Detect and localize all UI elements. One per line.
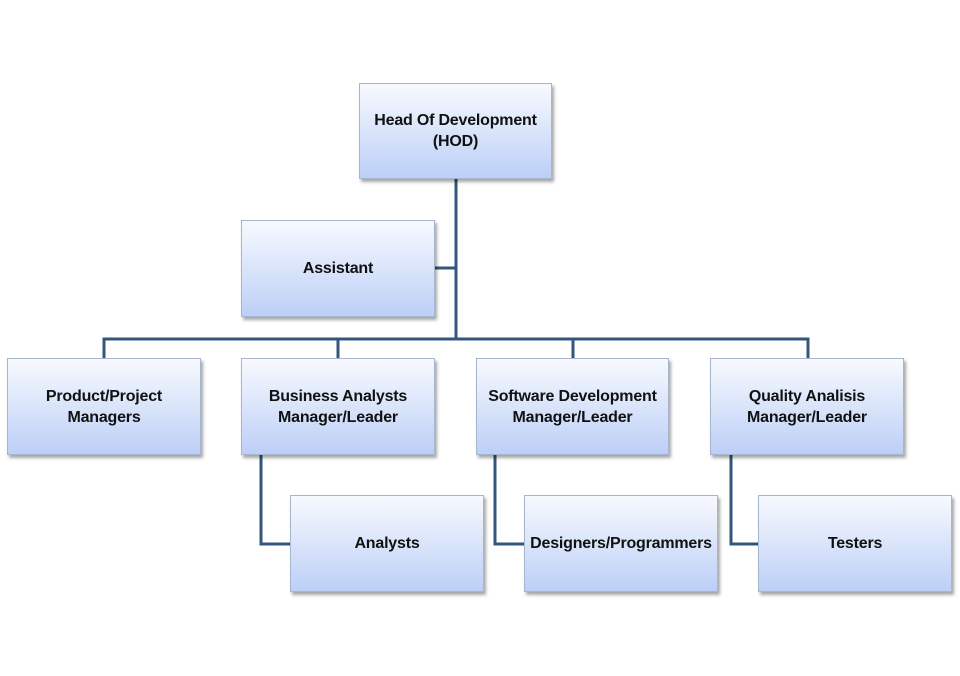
node-assistant: Assistant — [241, 220, 435, 317]
node-label-software-dev: Software Development Manager/Leader — [488, 387, 657, 426]
node-label-product-project: Product/Project Managers — [45, 387, 163, 426]
node-label-analysts: Analysts — [354, 535, 420, 552]
node-business-analysts-manager: Business Analysts Manager/Leader — [241, 358, 435, 455]
node-label-assistant: Assistant — [302, 260, 374, 277]
node-product-project-managers: Product/Project Managers — [7, 358, 201, 455]
node-label-designers: Designers/Programmers — [530, 535, 712, 552]
node-designers-programmers: Designers/Programmers — [524, 495, 718, 592]
node-software-development-manager: Software Development Manager/Leader — [476, 358, 669, 455]
node-label-hod: Head Of Development (HOD) — [374, 112, 537, 150]
node-label-quality: Quality Analisis Manager/Leader — [747, 387, 867, 426]
node-analysts: Analysts — [290, 495, 484, 592]
node-label-testers: Testers — [827, 535, 883, 552]
node-quality-analisis-manager: Quality Analisis Manager/Leader — [710, 358, 904, 455]
node-label-business-analysts: Business Analysts Manager/Leader — [268, 387, 408, 426]
node-testers: Testers — [758, 495, 952, 592]
node-head-of-development: Head Of Development (HOD) — [359, 83, 552, 179]
